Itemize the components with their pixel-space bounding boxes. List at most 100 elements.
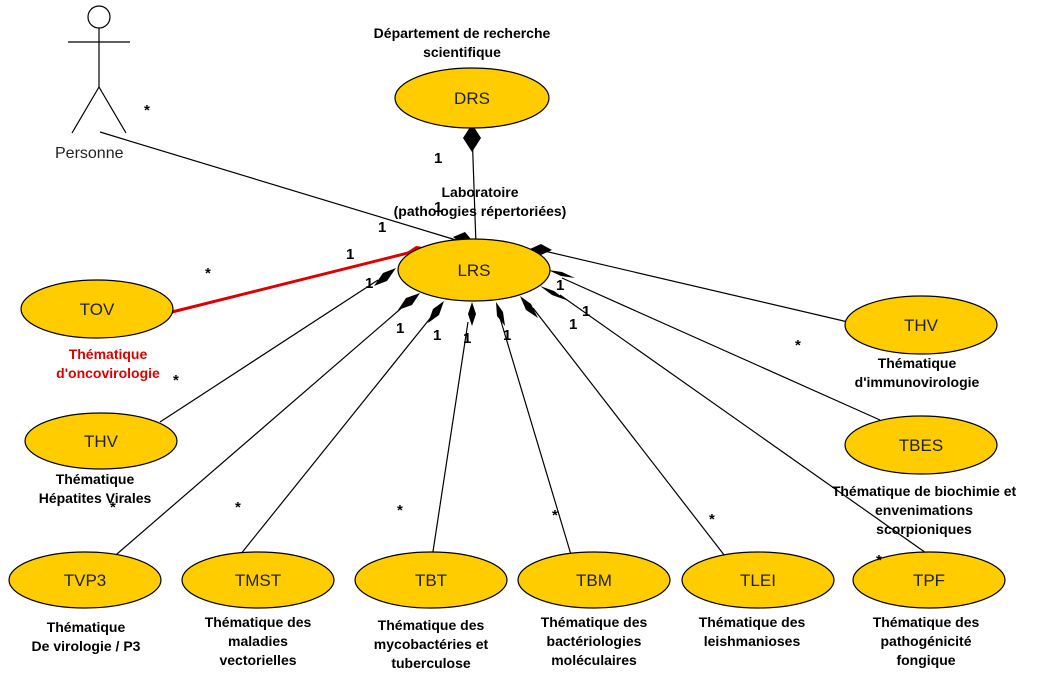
node-tbm[interactable]: TBM xyxy=(517,551,671,609)
node-drs[interactable]: DRS xyxy=(394,67,550,129)
actor-personne[interactable]: Personne xyxy=(55,5,130,162)
tbm-caption-line-3: moléculaires xyxy=(551,652,637,668)
diamond-tpf xyxy=(540,286,566,300)
assoc-tov-lrs[interactable] xyxy=(171,250,413,314)
tbes-caption-line-1: Thématique de biochimie et xyxy=(832,483,1017,499)
node-drs-label: DRS xyxy=(454,89,490,108)
diamond-tmst xyxy=(428,301,444,323)
assoc-tbes-lrs[interactable] xyxy=(561,277,881,421)
diamond-tbt xyxy=(468,302,476,326)
mult-tbm-node: * xyxy=(552,507,558,524)
mult-tpf-node: * xyxy=(876,552,882,569)
assoc-tpf-lrs[interactable] xyxy=(559,294,937,561)
tbm-caption-line-2: bactériologies xyxy=(547,633,642,649)
node-tbt[interactable]: TBT xyxy=(354,551,508,609)
tbt-caption-line-3: tuberculose xyxy=(391,655,471,671)
tmst-caption-line-2: maladies xyxy=(228,633,288,649)
node-tmst[interactable]: TMST xyxy=(181,551,335,609)
node-tvp3[interactable]: TVP3 xyxy=(8,551,162,609)
tbt-caption-line-2: mycobactéries et xyxy=(374,636,489,652)
thv-hep-caption-line-2: Hépatites Virales xyxy=(39,490,152,506)
mult-tpf-lrs: 1 xyxy=(582,303,590,320)
node-thv-immuno[interactable]: THV xyxy=(844,295,998,355)
assoc-tbt-lrs[interactable] xyxy=(431,321,469,559)
tbes-caption-line-3: scorpioniques xyxy=(876,521,972,537)
node-tov[interactable]: TOV xyxy=(20,279,174,339)
mult-tlei-node: * xyxy=(709,511,715,528)
node-tlei[interactable]: TLEI xyxy=(681,551,835,609)
tpf-caption-line-3: fongique xyxy=(896,652,955,668)
tpf-caption-line-2: pathogénicité xyxy=(880,633,971,649)
tlei-caption-line-2: leishmanioses xyxy=(704,633,801,649)
captions: Département de recherche scientifique La… xyxy=(32,25,1017,671)
drs-caption-line-1: Département de recherche xyxy=(374,25,551,41)
node-thv-hepatites[interactable]: THV xyxy=(24,412,178,470)
thv-hep-caption-line-1: Thématique xyxy=(56,471,135,487)
mult-tbt-node: * xyxy=(397,502,403,519)
associations xyxy=(99,129,937,561)
mult-tbes-node: * xyxy=(795,337,801,354)
tbes-caption-line-2: envenimations xyxy=(875,502,973,518)
lrs-caption-line-1: Laboratoire xyxy=(441,184,518,200)
node-tlei-label: TLEI xyxy=(740,571,776,590)
diamond-tbes xyxy=(548,270,575,278)
stick-figure-icon xyxy=(68,5,130,134)
node-tbt-label: TBT xyxy=(415,571,447,590)
mult-tmst-node: * xyxy=(235,499,241,516)
tlei-caption-line-1: Thématique des xyxy=(699,614,806,630)
node-tbm-label: TBM xyxy=(576,571,612,590)
mult-tov-node: * xyxy=(205,265,211,282)
multiplicities: 1 1 * 1 1 * 1 * 1 * 1 * 1 * 1 * 1 * 1 * … xyxy=(110,102,882,569)
diamond-tvp3 xyxy=(398,293,420,310)
thv-imm-caption-line-2: d'immunovirologie xyxy=(855,374,980,390)
node-lrs[interactable]: LRS xyxy=(397,238,551,302)
node-tpf-label: TPF xyxy=(913,571,945,590)
diamond-drs xyxy=(463,124,481,152)
diamond-thv-imm xyxy=(530,244,552,255)
mult-tvp3-lrs: 1 xyxy=(396,320,404,337)
diamond-thv-hep xyxy=(374,268,396,286)
assoc-tmst-lrs[interactable] xyxy=(235,315,433,561)
node-tvp3-label: TVP3 xyxy=(64,571,107,590)
diamond-tbm xyxy=(496,302,505,326)
tbt-caption-line-1: Thématique des xyxy=(378,617,485,633)
assoc-thv-imm-lrs[interactable] xyxy=(539,249,849,323)
node-lrs-label: LRS xyxy=(457,261,490,280)
node-tmst-label: TMST xyxy=(235,571,281,590)
mult-tbt-lrs: 1 xyxy=(463,330,471,347)
tvp3-caption-line-2: De virologie / P3 xyxy=(32,638,141,654)
mult-thv-hep-node: * xyxy=(173,372,179,389)
mult-tov-lrs: 1 xyxy=(346,246,354,263)
tbm-caption-line-1: Thématique des xyxy=(541,614,648,630)
node-tbes-label: TBES xyxy=(899,436,943,455)
assoc-tlei-lrs[interactable] xyxy=(532,307,729,561)
tov-caption-line-1: Thématique xyxy=(69,346,148,362)
mult-tvp3-node: * xyxy=(110,499,116,516)
assoc-tbm-lrs[interactable] xyxy=(499,317,573,559)
node-tbes[interactable]: TBES xyxy=(844,415,998,475)
assoc-personne-lrs[interactable] xyxy=(99,131,457,241)
actor-label: Personne xyxy=(55,145,124,162)
tpf-caption-line-1: Thématique des xyxy=(873,614,980,630)
tvp3-caption-line-1: Thématique xyxy=(47,619,126,635)
mult-tbes-lrs: 1 xyxy=(556,277,564,294)
tmst-caption-line-1: Thématique des xyxy=(205,614,312,630)
node-tov-label: TOV xyxy=(80,300,115,319)
node-thv-hep-label: THV xyxy=(84,432,119,451)
assoc-thv-hep-lrs[interactable] xyxy=(159,279,379,423)
mult-personne-actor: * xyxy=(144,102,150,119)
node-thv-imm-label: THV xyxy=(904,316,939,335)
assoc-tvp3-lrs[interactable] xyxy=(109,304,406,561)
lrs-caption-line-2: (pathologies répertoriées) xyxy=(394,203,567,219)
tmst-caption-line-3: vectorielles xyxy=(219,652,296,668)
drs-caption-line-2: scientifique xyxy=(423,44,501,60)
mult-drs: 1 xyxy=(434,150,442,167)
diamond-tlei xyxy=(520,296,538,318)
node-tpf[interactable]: TPF xyxy=(852,551,1006,609)
thv-imm-caption-line-1: Thématique xyxy=(878,355,957,371)
mult-tbm-lrs: 1 xyxy=(503,327,511,344)
tov-caption-line-2: d'oncovirologie xyxy=(56,365,160,381)
mult-tlei-lrs: 1 xyxy=(569,316,577,333)
